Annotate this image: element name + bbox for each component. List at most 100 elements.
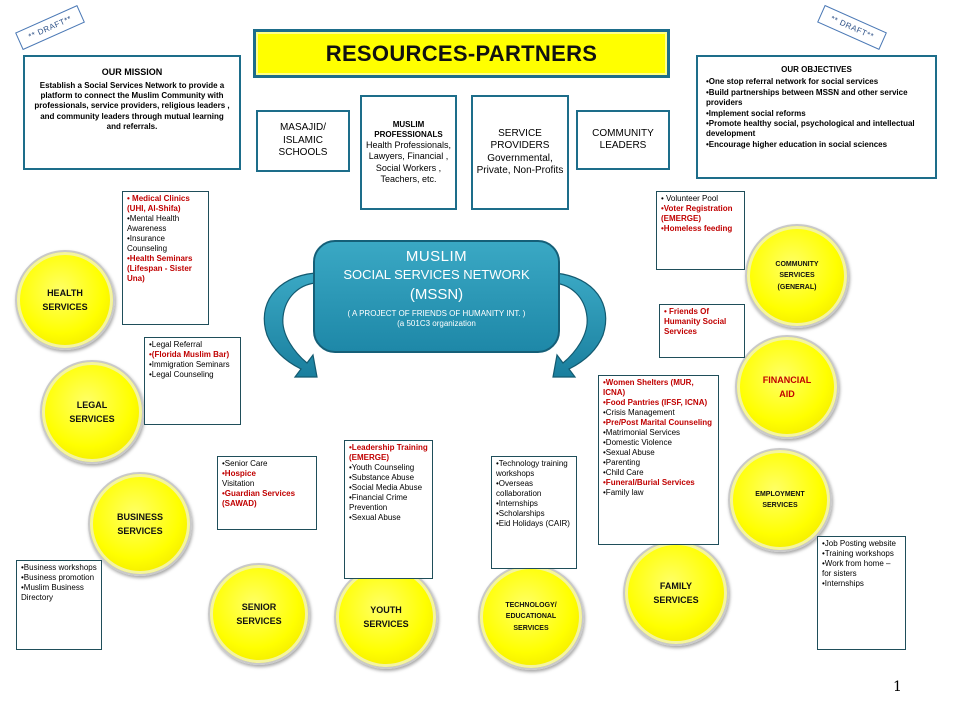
detail-item: • Medical Clinics (UHI, Al-Shifa) [127,194,190,213]
mssn-line2: SOCIAL SERVICES NETWORK [343,267,530,282]
objective-item: •One stop referral network for social se… [706,77,879,87]
financial-aid-circle: FINANCIAL AID [735,335,839,439]
detail-item: •Legal Counseling [149,370,214,379]
detail-item: •Sexual Abuse [603,448,655,457]
objective-item: •Build partnerships between MSSN and oth… [706,87,908,108]
detail-item: (SAWAD) [222,499,257,508]
partner-muslim-professionals: MUSLIM PROFESSIONALS Health Professional… [360,95,457,210]
detail-item: •Pre/Post Marital Counseling [603,418,713,427]
circle-label: LEGAL SERVICES [69,399,115,424]
detail-item: •Job Posting website [822,539,896,548]
circle-label: HEALTH SERVICES [42,287,88,312]
detail-item: •Matrimonial Services [603,428,681,437]
detail-item: •(Florida Muslim Bar) [149,350,230,359]
family-details-box: •Women Shelters (MUR, ICNA)•Food Pantrie… [598,375,719,545]
health-services-circle: HEALTH SERVICES [15,250,115,350]
detail-item: •Family law [603,488,644,497]
detail-item: •Food Pantries (IFSF, ICNA) [603,398,708,407]
detail-item: •Voter Registration (EMERGE) [661,204,733,223]
objective-item: •Encourage higher education in social sc… [706,139,888,149]
financial-details-box: • Friends Of Humanity Social Services [659,304,745,358]
detail-item: •Legal Referral [149,340,203,349]
detail-item: •Training workshops [822,549,894,558]
business-services-circle: BUSINESS SERVICES [88,472,192,576]
detail-item: •Hospice [222,469,256,478]
detail-item: •Immigration Seminars [149,360,230,369]
technology-services-circle: TECHNOLOGY/ EDUCATIONAL SERVICES [478,564,584,670]
detail-item: •Internships [496,499,538,508]
partner-sub: Health Professionals, Lawyers, Financial… [365,140,452,184]
page-title: RESOURCES-PARTNERS [325,40,598,66]
mission-text: Establish a Social Services Network to p… [34,80,230,132]
legal-details-box: •Legal Referral•(Florida Muslim Bar)•Imm… [144,337,241,425]
circle-label: COMMUNITY SERVICES (GENERAL) [775,261,819,291]
detail-item: •Internships [822,579,864,588]
mssn-line1: MUSLIM [405,248,468,265]
health-details-box: • Medical Clinics (UHI, Al-Shifa)•Mental… [122,191,209,325]
legal-services-circle: LEGAL SERVICES [40,360,144,464]
business-details-box: •Business workshops•Business promotion•M… [16,560,102,650]
circle-label: YOUTH SERVICES [363,604,409,629]
detail-item: •Domestic Violence [603,438,672,447]
detail-item: •Youth Counseling [349,463,415,472]
detail-item: •Women Shelters (MUR, ICNA) [603,378,694,397]
detail-item: •Leadership Training (EMERGE) [349,443,428,462]
partner-masajid: MASAJID/ ISLAMIC SCHOOLS [256,110,350,172]
page-number: 1 [893,679,902,695]
partner-label: SERVICE PROVIDERS [490,127,550,152]
partner-sub: Governmental, Private, Non-Profits [476,152,564,177]
detail-item: •Business promotion [21,573,95,582]
objective-item: •Promote healthy social, psychological a… [706,118,915,139]
youth-details-box: •Leadership Training (EMERGE)•Youth Coun… [344,440,433,579]
detail-item: •Eid Holidays (CAIR) [496,519,570,528]
detail-item: •Health Seminars (Lifespan - Sister Una) [127,254,193,283]
detail-item: •Work from home – for sisters [822,559,891,578]
objectives-box: OUR OBJECTIVES •One stop referral networ… [696,55,937,179]
detail-item: Visitation [222,479,255,488]
mssn-line4: ( A PROJECT OF FRIENDS OF HUMANITY INT. … [347,309,526,318]
circle-label: FINANCIAL AID [762,374,812,399]
mssn-line3: (MSSN) [409,286,464,303]
community-details-box: • Volunteer Pool•Voter Registration (EME… [656,191,745,270]
circle-label: FAMILY SERVICES [653,580,699,605]
curved-arrows [263,272,607,378]
draft-stamp-right: ** DRAFT** [817,4,888,51]
detail-item: • Volunteer Pool [661,194,719,203]
title-banner: RESOURCES-PARTNERS [253,29,670,78]
circle-label: TECHNOLOGY/ EDUCATIONAL SERVICES [505,602,557,632]
detail-item: •Sexual Abuse [349,513,401,522]
circle-label: SENIOR SERVICES [236,601,282,626]
detail-item: •Crisis Management [603,408,675,417]
objective-item: •Implement social reforms [706,108,806,118]
circle-label: EMPLOYMENT SERVICES [755,490,805,509]
family-services-circle: FAMILY SERVICES [623,540,729,646]
detail-item: •Mental Health Awareness [127,214,180,233]
detail-item: •Business workshops [21,563,97,572]
draft-stamp-left: ** DRAFT** [15,4,86,51]
partner-label: COMMUNITY LEADERS [592,127,654,152]
detail-item: •Social Media Abuse [349,483,423,492]
detail-item: •Scholarships [496,509,545,518]
detail-item: •Insurance Counseling [127,234,168,253]
partner-service-providers: SERVICE PROVIDERS Governmental, Private,… [471,95,569,210]
detail-item: •Overseas collaboration [496,479,542,498]
technology-details-box: •Technology training workshops•Overseas … [491,456,577,569]
detail-item: •Technology training workshops [496,459,568,478]
mission-box: OUR MISSION Establish a Social Services … [23,55,241,170]
community-services-circle: COMMUNITY SERVICES (GENERAL) [745,224,849,328]
partner-community-leaders: COMMUNITY LEADERS [576,110,670,170]
detail-item: •Parenting [603,458,641,467]
mssn-center-box: MUSLIM SOCIAL SERVICES NETWORK (MSSN) ( … [313,240,560,353]
detail-item: •Homeless feeding [661,224,733,233]
detail-item: •Muslim Business Directory [21,583,84,602]
employment-details-box: •Job Posting website•Training workshops•… [817,536,906,650]
partner-label: MASAJID/ ISLAMIC SCHOOLS [278,122,328,159]
youth-services-circle: YOUTH SERVICES [334,565,438,669]
detail-item: •Financial Crime Prevention [349,493,408,512]
detail-item: • Friends Of Humanity Social Services [664,307,727,336]
objectives-heading: OUR OBJECTIVES [781,65,852,74]
senior-services-circle: SENIOR SERVICES [208,563,310,665]
employment-services-circle: EMPLOYMENT SERVICES [728,448,832,552]
detail-item: •Senior Care [222,459,268,468]
